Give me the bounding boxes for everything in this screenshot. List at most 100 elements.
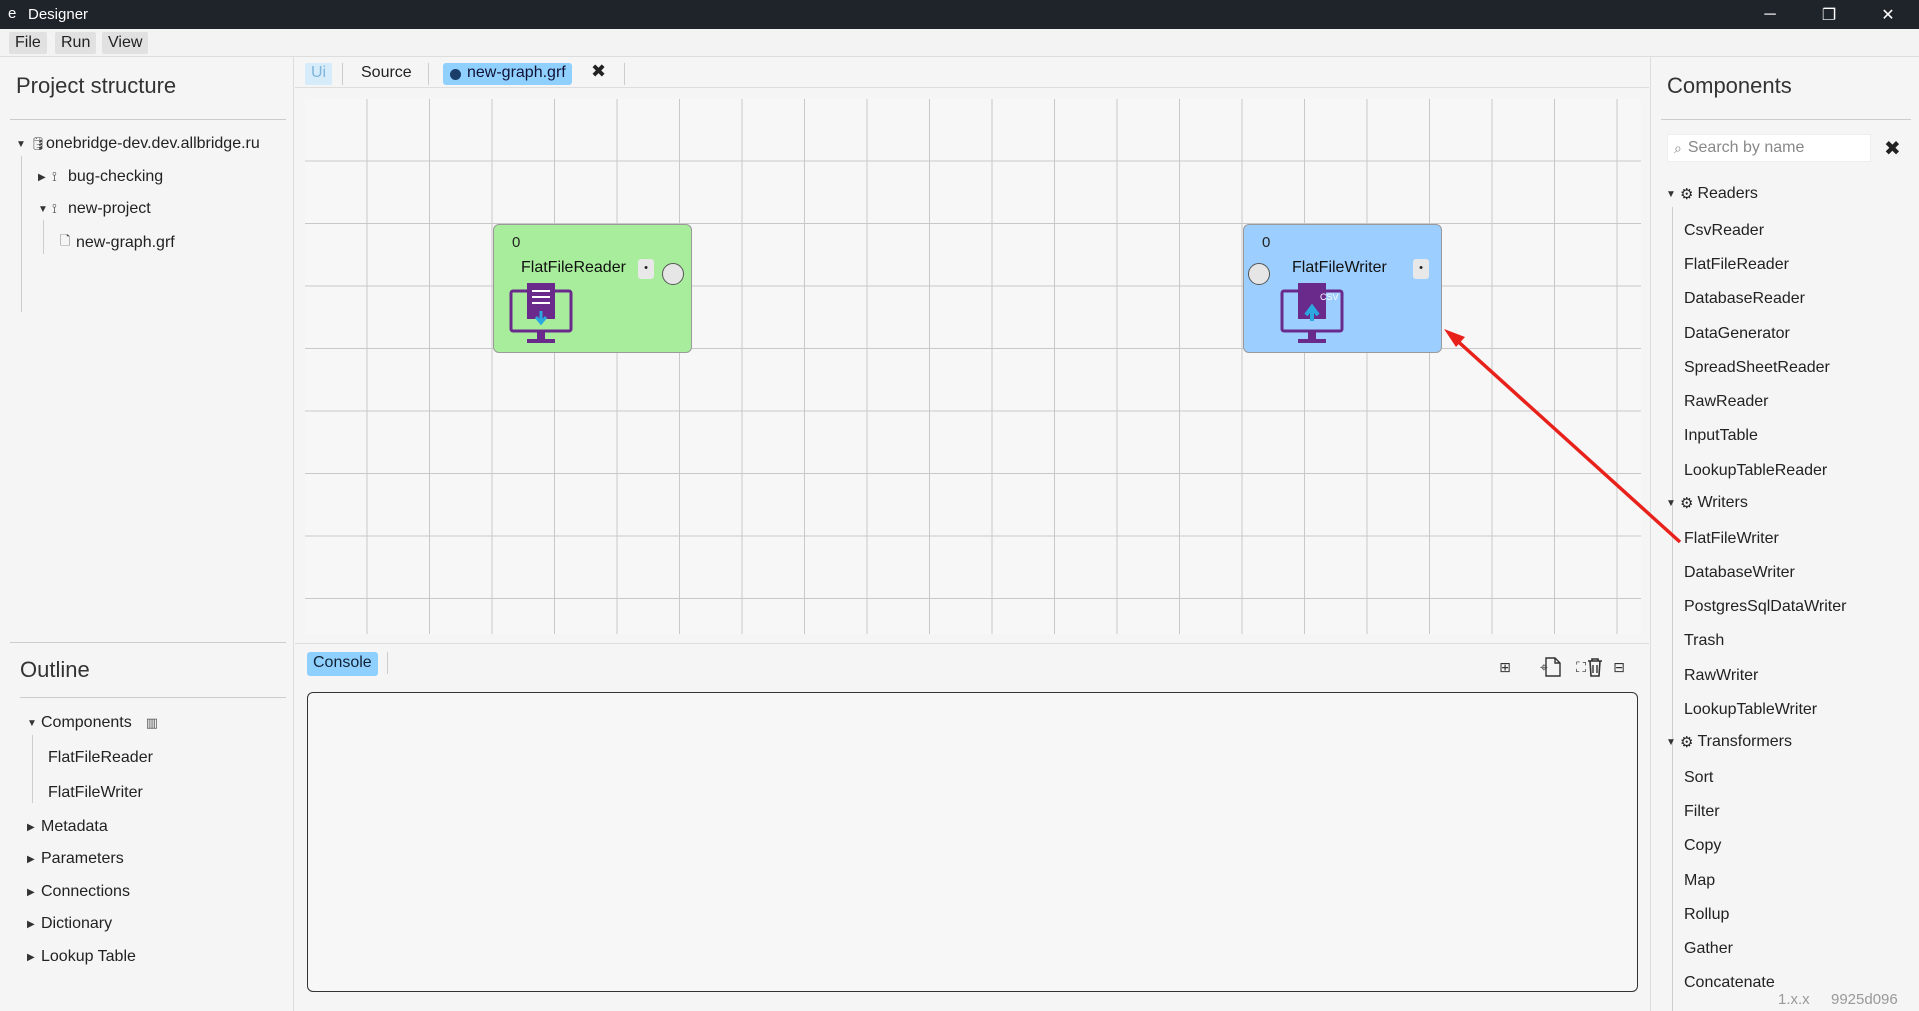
component-item[interactable]: PostgresSqlDataWriter	[1684, 598, 1847, 615]
search-box[interactable]: ⌕	[1667, 134, 1871, 162]
group-label: Readers	[1697, 185, 1758, 202]
tree-item-new-project[interactable]: ▼ ⟟ new-project	[38, 200, 151, 218]
editor-tabs: Ui Source new-graph.grf ✖	[295, 57, 1649, 88]
outline-components-label: Components	[41, 714, 132, 731]
component-item[interactable]: CsvReader	[1684, 222, 1765, 239]
tree-root-row[interactable]: ▼ 🛢 onebridge-dev.dev.allbridge.ru	[16, 135, 260, 153]
component-item[interactable]: FlatFileReader	[1684, 256, 1789, 273]
bar-chart-icon[interactable]: ▥	[145, 715, 159, 730]
center-view-icon[interactable]: ⌖	[1540, 658, 1548, 675]
expand-right-icon[interactable]: ▶	[27, 853, 35, 865]
file-reader-icon	[509, 283, 573, 343]
menu-view[interactable]: View	[102, 32, 149, 54]
component-item[interactable]: Trash	[1684, 632, 1725, 649]
node-menu-button[interactable]: •	[638, 259, 654, 279]
component-item[interactable]: LookupTableReader	[1684, 462, 1828, 479]
outline-connections[interactable]: ▶Connections	[27, 883, 130, 901]
component-item[interactable]: FlatFileWriter	[1684, 530, 1779, 547]
expand-down-icon[interactable]: ▼	[1666, 188, 1676, 200]
node-flatfilewriter[interactable]: 0 FlatFileWriter • CSV	[1243, 224, 1442, 353]
component-item[interactable]: Concatenate	[1684, 974, 1775, 991]
component-item[interactable]: SpreadSheetReader	[1684, 359, 1830, 376]
component-item[interactable]: RawReader	[1684, 393, 1769, 410]
divider	[295, 87, 1649, 88]
expand-down-icon[interactable]: ▼	[1666, 497, 1676, 509]
console-output[interactable]	[307, 692, 1638, 992]
search-input[interactable]	[1687, 139, 1858, 157]
component-item[interactable]: LookupTableWriter	[1684, 701, 1818, 718]
node-flatfilereader[interactable]: 0 FlatFileReader •	[493, 224, 692, 353]
node-count: 0	[512, 234, 521, 251]
clear-search-icon[interactable]: ✖	[1884, 138, 1901, 160]
tree-item-bug-checking[interactable]: ▶ ⟟ bug-checking	[38, 168, 163, 186]
outline-lookup-table[interactable]: ▶ Lookup Table	[27, 948, 136, 966]
expand-down-icon[interactable]: ▼	[16, 138, 26, 150]
outline-parameters[interactable]: ▶ Parameters	[27, 850, 124, 868]
node-name: FlatFileWriter	[1292, 259, 1387, 276]
window-title: Designer	[28, 6, 89, 23]
divider	[295, 643, 1649, 644]
expand-down-icon[interactable]: ▼	[1666, 736, 1676, 748]
graph-canvas[interactable]: 0 FlatFileReader • 0 FlatFileWriter •	[305, 99, 1641, 634]
menu-run[interactable]: Run	[55, 32, 97, 54]
components-title: Components	[1667, 73, 1792, 98]
minimize-button[interactable]: ─	[1764, 5, 1776, 23]
outline-component-item[interactable]: FlatFileReader	[48, 749, 153, 766]
close-tab-icon[interactable]: ✖	[591, 61, 607, 81]
outline-section-label: Lookup Table	[41, 948, 136, 965]
search-icon: ⌕	[1674, 139, 1682, 156]
trash-icon[interactable]	[1583, 655, 1607, 679]
maximize-button[interactable]: ❐	[1821, 6, 1837, 24]
component-item[interactable]: InputTable	[1684, 427, 1758, 444]
zoom-out-icon[interactable]: ⊟	[1613, 658, 1625, 675]
database-icon: 🛢	[30, 136, 47, 151]
component-item[interactable]: Gather	[1684, 940, 1733, 957]
component-item[interactable]: Map	[1684, 872, 1716, 889]
tab-new-graph[interactable]: new-graph.grf	[443, 63, 572, 85]
expand-right-icon[interactable]: ▶	[38, 171, 46, 183]
menu-bar: File Run View	[0, 29, 1919, 57]
group-label: Transformers	[1697, 733, 1792, 750]
input-port[interactable]	[1248, 263, 1270, 285]
divider	[1661, 119, 1911, 120]
expand-right-icon[interactable]: ▶	[27, 951, 35, 963]
group-writers[interactable]: ▼ ⚙ Writers	[1666, 494, 1748, 512]
fit-screen-icon[interactable]: ⛶	[1576, 658, 1586, 675]
tree-item-new-graph[interactable]: 🗋 new-graph.grf	[60, 232, 175, 254]
tree-guide	[1672, 207, 1673, 527]
node-count: 0	[1262, 234, 1271, 251]
tab-separator	[387, 652, 388, 674]
component-item[interactable]: DatabaseWriter	[1684, 564, 1795, 581]
expand-right-icon[interactable]: ▶	[27, 886, 35, 898]
expand-right-icon[interactable]: ▶	[27, 821, 35, 833]
component-item[interactable]: DataGenerator	[1684, 325, 1790, 342]
component-item[interactable]: Sort	[1684, 769, 1714, 786]
tab-ui[interactable]: Ui	[305, 63, 333, 85]
tab-console[interactable]: Console	[307, 652, 378, 676]
new-file-icon[interactable]	[1541, 655, 1565, 679]
node-menu-button[interactable]: •	[1413, 259, 1429, 279]
expand-down-icon[interactable]: ▼	[27, 717, 37, 729]
outline-components-row[interactable]: ▼ Components ▥	[27, 714, 158, 732]
component-item[interactable]: Rollup	[1684, 906, 1730, 923]
group-readers[interactable]: ▼ ⚙ Readers	[1666, 185, 1758, 203]
outline-section-label: Parameters	[41, 850, 124, 867]
component-item[interactable]: Filter	[1684, 803, 1720, 820]
outline-dictionary[interactable]: ▶Dictionary	[27, 915, 112, 933]
outline-title: Outline	[20, 657, 90, 682]
component-item[interactable]: DatabaseReader	[1684, 290, 1805, 307]
expand-down-icon[interactable]: ▼	[38, 203, 48, 215]
menu-file[interactable]: File	[9, 32, 47, 54]
group-transformers[interactable]: ▼ ⚙ Transformers	[1666, 733, 1792, 751]
component-item[interactable]: Copy	[1684, 837, 1722, 854]
zoom-in-icon[interactable]: ⊞	[1499, 658, 1511, 675]
close-window-button[interactable]: ✕	[1881, 6, 1895, 24]
tab-source[interactable]: Source	[361, 64, 412, 81]
csv-badge: CSV	[1320, 292, 1339, 302]
output-port[interactable]	[662, 263, 684, 285]
outline-metadata[interactable]: ▶Metadata	[27, 818, 108, 836]
tree-item-label: bug-checking	[68, 168, 164, 185]
outline-component-item[interactable]: FlatFileWriter	[48, 784, 143, 801]
expand-right-icon[interactable]: ▶	[27, 918, 35, 930]
component-item[interactable]: RawWriter	[1684, 667, 1759, 684]
